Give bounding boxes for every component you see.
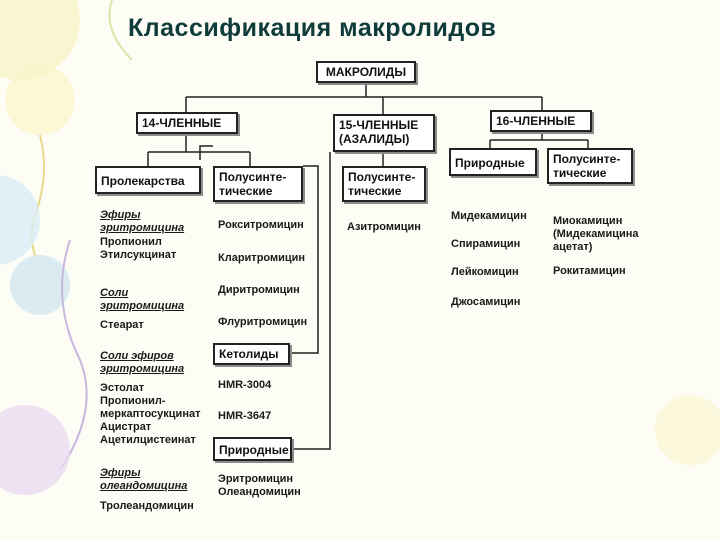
prodrug-head-oleandomycin-esters: Эфиры олеандомицина xyxy=(100,467,188,492)
ketolide-item: HMR-3004 xyxy=(218,379,272,391)
prodrug-items-ester-salts: Эстолат Пропионил- меркаптосукцинат Ацис… xyxy=(100,382,201,446)
semi16-item: Миокамицин (Мидекамицина ацетат) xyxy=(553,215,639,253)
natural16-item: Лейкомицин xyxy=(451,266,519,278)
semi14-item: Кларитромицин xyxy=(218,252,306,264)
semi14-item: Флуритромицин xyxy=(218,316,308,328)
subgroup-semisynthetic-15: Полусинте- тические xyxy=(342,166,426,202)
prodrug-head-erythromycin-salts: Соли эритромицина xyxy=(100,287,185,312)
subgroup-semisynthetic-16: Полусинте- тические xyxy=(547,148,633,184)
group-14-membered: 14-ЧЛЕННЫЕ xyxy=(136,112,238,134)
natural16-item: Спирамицин xyxy=(451,238,521,250)
prodrug-items-erythromycin-salts: Стеарат xyxy=(100,319,144,331)
subgroup-prodrugs: Пролекарства xyxy=(95,166,201,194)
natural16-item: Джосамицин xyxy=(451,296,521,308)
semi14-item: Диритромицин xyxy=(218,284,300,296)
ketolide-item: HMR-3647 xyxy=(218,410,272,422)
subgroup-natural-14: Природные xyxy=(213,437,292,461)
natural14-items: Эритромицин Олеандомицин xyxy=(218,473,301,498)
prodrug-head-ester-salts: Соли эфиров эритромицина xyxy=(100,350,185,375)
group-15-membered: 15-ЧЛЕННЫЕ (АЗАЛИДЫ) xyxy=(333,114,435,152)
group-16-membered: 16-ЧЛЕННЫЕ xyxy=(490,110,592,132)
subgroup-semisynthetic-14: Полусинте- тические xyxy=(213,166,303,202)
prodrug-head-erythromycin-esters: Эфиры эритромицина xyxy=(100,209,185,234)
semi14-item: Рокситромицин xyxy=(218,219,304,231)
subgroup-ketolides: Кетолиды xyxy=(213,343,290,365)
prodrug-items-erythromycin-esters: Пропионил Этилсукцинат xyxy=(100,236,177,261)
root-box-macrolides: МАКРОЛИДЫ xyxy=(316,61,416,83)
natural16-item: Мидекамицин xyxy=(451,210,527,222)
semi16-item: Рокитамицин xyxy=(553,265,626,277)
subgroup-natural-16: Природные xyxy=(449,148,537,176)
page-title: Классификация макролидов xyxy=(128,14,497,42)
prodrug-items-oleandomycin-esters: Тролеандомицин xyxy=(100,500,194,512)
semi15-item: Азитромицин xyxy=(347,221,421,233)
